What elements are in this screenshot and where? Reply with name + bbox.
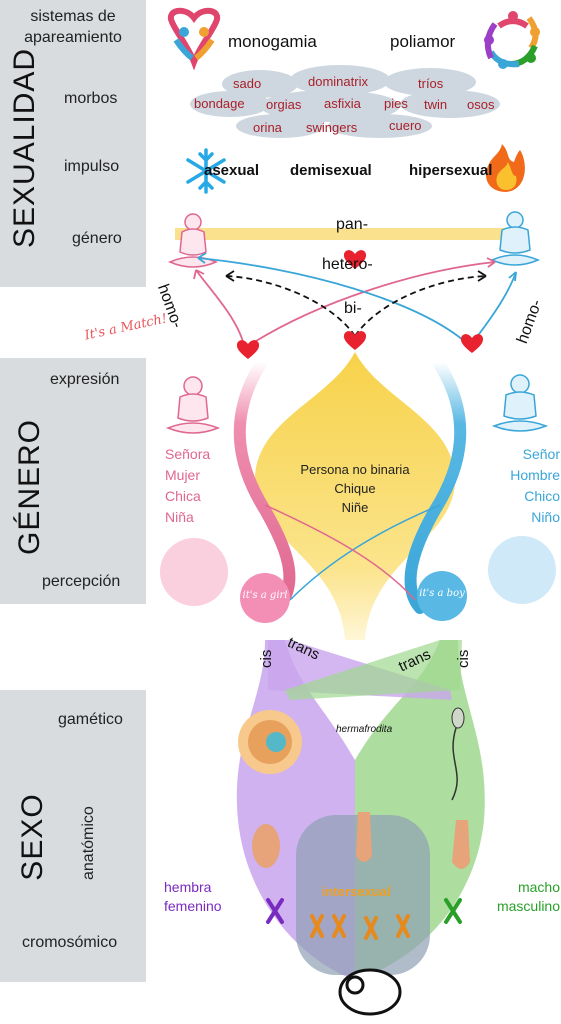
male-sex-terms: macho masculino bbox=[488, 878, 560, 916]
morbo-trios: tríos bbox=[418, 76, 444, 91]
male-term: Hombre bbox=[510, 467, 560, 483]
row-label-gametico: gamético bbox=[58, 711, 123, 728]
morbo-dominatrix: dominatrix bbox=[308, 74, 368, 89]
nonbinary-term: Chique bbox=[334, 481, 376, 496]
boy-badge bbox=[417, 571, 467, 621]
morbo-orgias: orgias bbox=[266, 97, 302, 112]
blue-gender-ribbon bbox=[404, 356, 467, 614]
female-term: Chica bbox=[165, 488, 201, 504]
male-sex-term: macho bbox=[517, 879, 560, 895]
man-expression-icon bbox=[491, 374, 549, 432]
row-label-impulso: impulso bbox=[64, 158, 120, 175]
morbo-orina: orina bbox=[253, 120, 282, 135]
row-label-expresion: expresión bbox=[50, 371, 120, 388]
cis-trans-cross-2 bbox=[285, 640, 462, 700]
sexo-band bbox=[0, 690, 146, 982]
monogamia-logo bbox=[167, 7, 221, 71]
female-gender-terms: Señora Mujer Chica Niña bbox=[165, 444, 210, 528]
hipersexual-label: hipersexual bbox=[409, 162, 493, 179]
male-gender-terms: Señor Hombre Chico Niño bbox=[510, 444, 560, 528]
male-term: Señor bbox=[522, 446, 560, 462]
woman-meditating-icon bbox=[168, 213, 218, 268]
female-sex-term: femenino bbox=[164, 898, 222, 914]
fire-icon bbox=[486, 144, 525, 192]
row-label-percepcion: percepción bbox=[42, 573, 121, 590]
nonbinary-shape bbox=[255, 352, 455, 640]
heart-icon bbox=[236, 250, 484, 359]
pan-label: pan- bbox=[336, 216, 369, 233]
pan-band bbox=[175, 228, 520, 240]
penis-icon bbox=[452, 820, 470, 869]
nonbinary-term: Persona no binaria bbox=[300, 462, 410, 477]
row-label-morbos: morbos bbox=[64, 90, 118, 107]
morbo-twin: twin bbox=[424, 97, 448, 112]
cloud bbox=[190, 65, 500, 138]
poliamor-label: poliamor bbox=[390, 32, 456, 51]
male-term: Chico bbox=[524, 488, 560, 504]
morbo-cuero: cuero bbox=[389, 118, 422, 133]
poliamor-logo bbox=[484, 11, 540, 69]
woman-perception-icon bbox=[160, 538, 228, 606]
morbo-asfixia: asfixia bbox=[324, 96, 361, 111]
cis-right-label: cis bbox=[455, 649, 472, 668]
girl-badge bbox=[240, 573, 290, 623]
nonbinary-terms: Persona no binaria Chique Niñe bbox=[270, 460, 440, 517]
boy-badge-label: it's a boy bbox=[419, 588, 465, 599]
female-sex-terms: hembra femenino bbox=[164, 878, 222, 916]
intersex-anatomy-icon bbox=[356, 812, 372, 862]
row-label-genero: género bbox=[72, 230, 122, 247]
girl-badge-label: it's a girl bbox=[242, 590, 288, 601]
female-sex-term: hembra bbox=[164, 879, 212, 895]
woman-expression-icon bbox=[165, 376, 221, 434]
row-label-sistemas: sistemas de apareamiento bbox=[24, 8, 122, 46]
egg-cell-icon bbox=[238, 710, 302, 774]
snowflake-icon bbox=[186, 148, 226, 194]
intersexual-label: intersexual bbox=[322, 884, 391, 899]
morbo-osos: osos bbox=[467, 97, 495, 112]
morbo-swingers: swingers bbox=[306, 120, 358, 135]
male-term: Niño bbox=[531, 509, 560, 525]
baby-icon bbox=[338, 968, 402, 1016]
cis-left-label: cis bbox=[258, 649, 275, 668]
hetero-label: hetero- bbox=[322, 256, 373, 273]
demisexual-label: demisexual bbox=[290, 162, 372, 179]
hermafrodita-label: hermafrodita bbox=[336, 724, 393, 735]
asexual-label: asexual bbox=[204, 162, 260, 179]
morbo-bondage: bondage bbox=[194, 96, 245, 111]
man-perception-icon bbox=[488, 536, 556, 604]
genero-band bbox=[0, 358, 146, 604]
morbo-pies: pies bbox=[384, 96, 408, 111]
row-label-cromosomico: cromosómico bbox=[22, 934, 118, 951]
male-sex-term: masculino bbox=[496, 898, 560, 914]
pink-gender-ribbon bbox=[233, 356, 296, 611]
sexualidad-band bbox=[0, 0, 146, 287]
female-term: Niña bbox=[165, 509, 194, 525]
chromosome-icons bbox=[266, 898, 462, 940]
sperm-cell-icon bbox=[451, 707, 465, 801]
morbo-sado: sado bbox=[233, 76, 262, 91]
man-meditating-icon bbox=[490, 211, 540, 266]
female-term: Mujer bbox=[165, 467, 201, 483]
bi-label: bi- bbox=[344, 300, 362, 317]
vulva-icon bbox=[252, 824, 280, 868]
monogamia-label: monogamia bbox=[228, 32, 317, 51]
female-term: Señora bbox=[165, 446, 211, 462]
nonbinary-term: Niñe bbox=[341, 500, 369, 515]
